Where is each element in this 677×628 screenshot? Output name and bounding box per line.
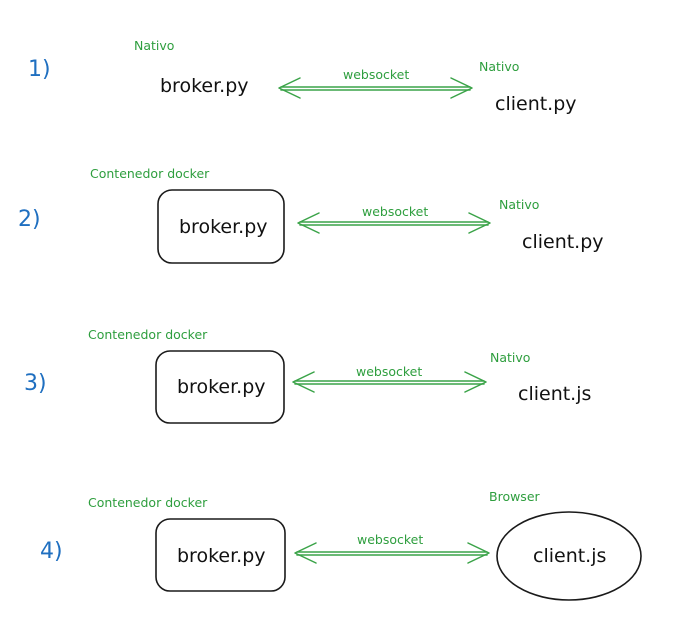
scenario-1: 1) Nativo broker.py websocket Nativo cli… [28,38,577,115]
broker-environment-label: Contenedor docker [88,327,208,342]
scenario-3: 3) Contenedor docker broker.py websocket… [24,327,591,424]
protocol-label: websocket [357,532,423,547]
client-label: client.js [518,383,591,405]
protocol-label: websocket [343,67,409,82]
client-label: client.py [495,93,577,115]
client-environment-label: Nativo [490,350,530,365]
broker-label: broker.py [160,75,249,97]
scenario-number: 1) [28,57,51,82]
broker-container-box [157,189,285,264]
websocket-arrow [294,542,490,564]
scenario-number: 3) [24,371,47,396]
protocol-label: websocket [356,364,422,379]
broker-container-box [155,518,286,592]
client-environment-label: Browser [489,489,541,504]
broker-environment-label: Contenedor docker [88,495,208,510]
broker-container-box [155,350,285,424]
client-label: client.js [533,545,606,567]
protocol-label: websocket [362,204,428,219]
client-environment-label: Nativo [479,59,519,74]
scenario-4: 4) Contenedor docker broker.py websocket… [40,489,642,601]
broker-label: broker.py [177,545,266,567]
broker-environment-label: Contenedor docker [90,166,210,181]
broker-label: broker.py [177,376,266,398]
websocket-arrow [292,371,487,393]
scenario-number: 2) [18,207,41,232]
websocket-arrow [278,77,473,99]
client-environment-label: Nativo [499,197,539,212]
broker-environment-label: Nativo [134,38,174,53]
scenario-2: 2) Contenedor docker broker.py websocket… [18,166,604,264]
client-browser-ellipse [496,511,642,601]
websocket-arrow [297,212,491,234]
scenario-number: 4) [40,539,63,564]
client-label: client.py [522,231,604,253]
broker-label: broker.py [179,216,268,238]
